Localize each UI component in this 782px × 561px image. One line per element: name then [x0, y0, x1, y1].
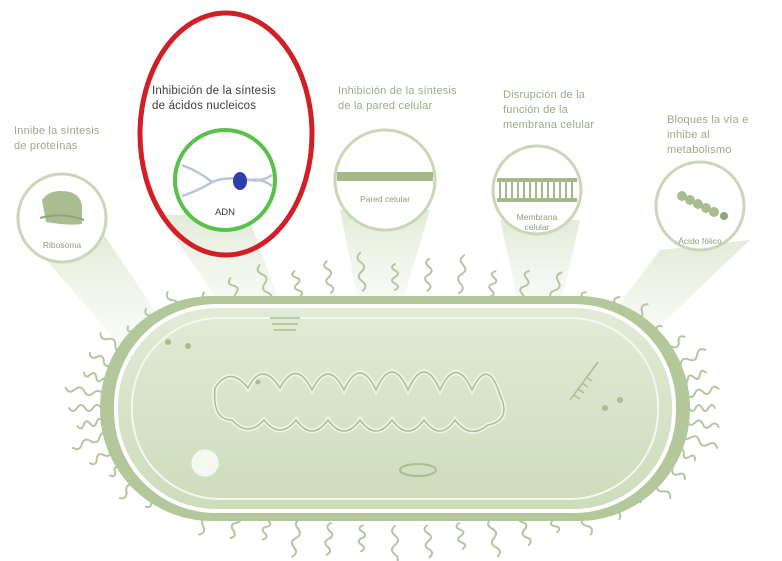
- flagellum: [69, 405, 101, 411]
- flagellum: [73, 433, 108, 449]
- flagellum: [66, 387, 103, 395]
- flagellum: [425, 525, 433, 557]
- wall-circle: [335, 130, 435, 230]
- flagellum: [689, 405, 715, 411]
- flagellum: [687, 420, 718, 427]
- flagellum: [687, 387, 718, 397]
- inner-label-wall: Pared celular: [345, 194, 425, 204]
- dna-polymerase-icon: [233, 172, 247, 190]
- flagellum: [359, 525, 365, 551]
- inner-label-folate: Ácido fólico: [670, 236, 730, 246]
- inner-label-ribosome: Ribosoma: [34, 240, 90, 250]
- flagellum: [457, 523, 466, 549]
- granule: [191, 449, 219, 477]
- flagellum: [489, 271, 496, 296]
- flagellum: [292, 519, 300, 556]
- flagellum: [292, 271, 302, 296]
- flagellum: [392, 526, 398, 561]
- flagellum: [488, 519, 500, 556]
- inner-label-dna: ADN: [195, 208, 255, 218]
- flagellum: [324, 261, 333, 293]
- flagellum: [77, 419, 103, 429]
- flagellum: [425, 259, 432, 291]
- flagellum: [325, 523, 332, 555]
- bacterial-cell: [100, 296, 690, 521]
- flagellum: [682, 434, 717, 448]
- flagellum: [458, 255, 465, 293]
